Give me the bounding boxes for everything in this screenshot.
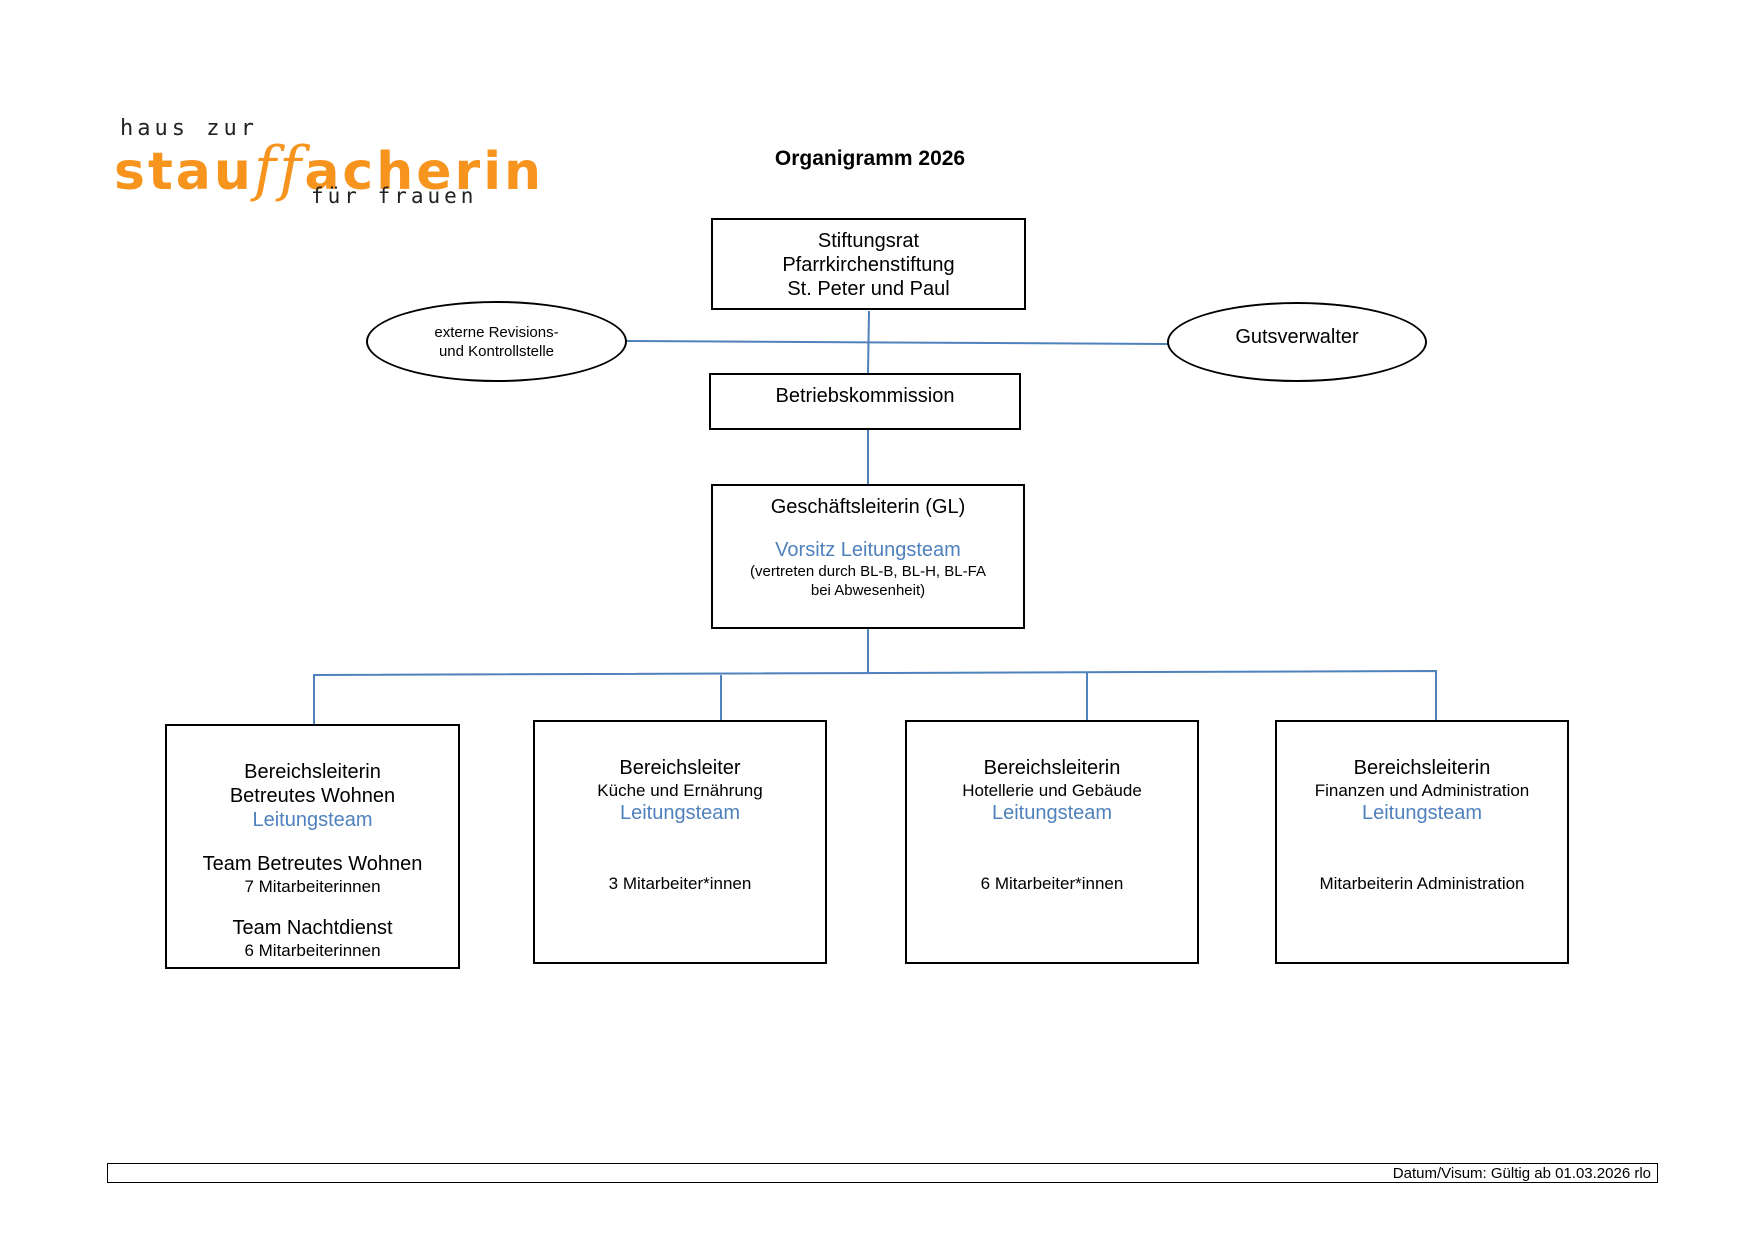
stiftungsrat-line1: Stiftungsrat [817,230,920,252]
node-hotellerie: Bereichsleiterin Hotellerie und Gebäude … [905,720,1199,964]
node-kueche: Bereichsleiter Küche und Ernährung Leitu… [533,720,827,964]
logo-part-a: stau [114,142,254,202]
stiftungsrat-line3: St. Peter und Paul [787,278,950,300]
kueche-leitungsteam: Leitungsteam [619,802,741,824]
finanzen-leitungsteam: Leitungsteam [1361,802,1483,824]
gl-vertretung-line1: (vertreten durch BL-B, BL-H, BL-FA [750,563,986,580]
bw-leitungsteam: Leitungsteam [252,809,373,831]
kueche-area: Küche und Ernährung [597,781,763,800]
finanzen-area: Finanzen und Administration [1314,781,1530,800]
betriebskommission-label: Betriebskommission [775,385,955,407]
revision-line1: externe Revisions- [434,323,559,341]
logo-wordmark: stauffacherin [114,134,544,204]
footer-bar: Datum/Visum: Gültig ab 01.03.2026 rlo [107,1163,1658,1183]
hotel-leitungsteam: Leitungsteam [991,802,1113,824]
node-revision: externe Revisions- und Kontrollstelle [366,301,627,382]
logo-part-ff: ff [253,134,305,204]
node-betriebskommission: Betriebskommission [709,373,1021,430]
footer-text: Datum/Visum: Gültig ab 01.03.2026 rlo [1392,1165,1651,1182]
finanzen-title: Bereichsleiterin [1353,757,1491,779]
node-betreutes-wohnen: Bereichsleiterin Betreutes Wohnen Leitun… [165,724,460,969]
node-geschaeftsleiterin: Geschäftsleiterin (GL) Vorsitz Leitungst… [711,484,1025,629]
logo-part-b: acherin [304,142,545,202]
bw-team1-count: 7 Mitarbeiterinnen [244,877,381,896]
node-stiftungsrat: Stiftungsrat Pfarrkirchenstiftung St. Pe… [711,218,1026,310]
revision-line2: und Kontrollstelle [438,342,555,360]
bw-title: Bereichsleiterin [244,761,381,783]
stiftungsrat-line2: Pfarrkirchenstiftung [782,254,955,276]
gl-vorsitz: Vorsitz Leitungsteam [775,539,961,561]
bw-team2-count: 6 Mitarbeiterinnen [244,941,381,960]
hotel-staff: 6 Mitarbeiter*innen [980,874,1124,893]
node-gutsverwalter: Gutsverwalter [1167,302,1427,382]
logo: haus zur stauffacherin für frauen [114,112,554,212]
page-title: Organigramm 2026 [774,147,966,170]
finanzen-staff: Mitarbeiterin Administration [1319,874,1525,893]
bw-team1-title: Team Betreutes Wohnen [202,853,423,875]
gl-vertretung-line2: bei Abwesenheit) [810,582,926,599]
kueche-title: Bereichsleiter [619,757,741,779]
bw-team2-title: Team Nachtdienst [232,917,393,939]
kueche-staff: 3 Mitarbeiter*innen [608,874,752,893]
logo-line1: haus zur [120,116,258,141]
bw-area: Betreutes Wohnen [229,785,396,807]
node-finanzen: Bereichsleiterin Finanzen und Administra… [1275,720,1569,964]
gutsverwalter-label: Gutsverwalter [1235,326,1359,348]
gl-title: Geschäftsleiterin (GL) [770,496,966,518]
logo-line3: für frauen [311,184,478,208]
hotel-title: Bereichsleiterin [983,757,1121,779]
line-horizontal-branch [313,669,1437,724]
hotel-area: Hotellerie und Gebäude [962,781,1142,800]
line-revision-gutsverwalter [625,340,1170,345]
